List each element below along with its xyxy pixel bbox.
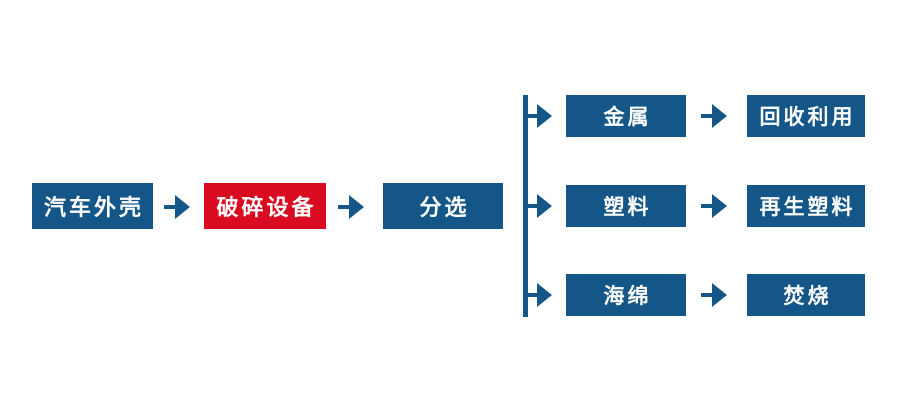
node-sponge: 海绵 [566,274,686,316]
node-incineration: 焚烧 [747,274,865,316]
node-metal: 金属 [566,95,686,137]
flow-arrow-icon [164,195,191,219]
branch-arrow-icon [526,283,553,307]
flow-arrow-icon [701,104,728,128]
flow-arrow-icon [701,194,728,218]
node-car-shell: 汽车外壳 [32,183,153,229]
branch-arrow-icon [526,194,553,218]
branch-arrow-icon [526,104,553,128]
flow-arrow-icon [701,283,728,307]
node-plastic: 塑料 [566,185,686,227]
node-crusher: 破碎设备 [204,183,326,229]
node-recycled-plastic: 再生塑料 [747,185,865,227]
branch-trunk-line [523,95,528,317]
node-sorting: 分选 [383,183,503,229]
node-recycle: 回收利用 [747,95,865,137]
flow-arrow-icon [338,195,365,219]
